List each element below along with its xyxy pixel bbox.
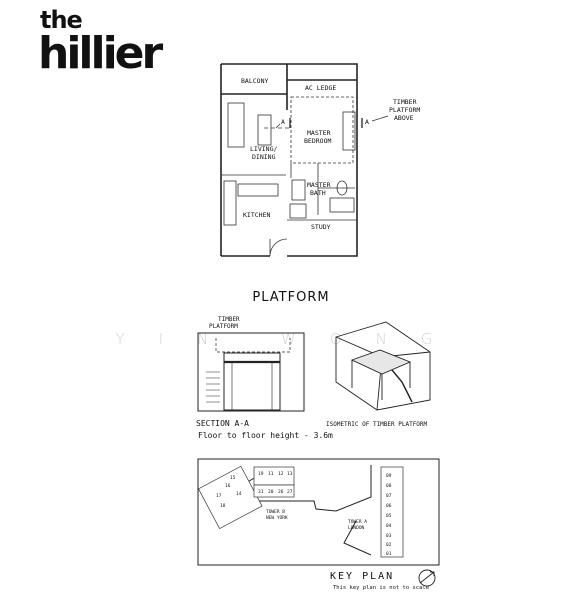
balcony-label: BALCONY xyxy=(241,77,268,85)
key-unit-b-17: 17 xyxy=(216,493,222,499)
key-unit-b-11: 11 xyxy=(268,471,274,477)
floor-height-note: Floor to floor height - 3.6m xyxy=(198,431,333,440)
key-unit-b-18: 18 xyxy=(220,503,226,509)
key-unit-b-19: 19 xyxy=(258,471,264,477)
tower-a-label-2: LONDON xyxy=(348,525,365,531)
master-bath-label-1: MASTER xyxy=(307,181,331,189)
section-a-a-label: SECTION A-A xyxy=(196,419,249,428)
key-unit-a-05: 05 xyxy=(386,513,392,519)
platform-title: PLATFORM xyxy=(252,290,330,305)
section-marker-right: A xyxy=(365,118,369,126)
north-arrow-icon xyxy=(418,569,436,587)
master-bedroom-label-1: MASTER xyxy=(307,129,331,137)
isometric-label: ISOMETRIC OF TIMBER PLATFORM xyxy=(326,421,428,428)
brand-logo-line2: hillier xyxy=(38,28,163,79)
isometric-platform-diagram: ISOMETRIC OF TIMBER PLATFORM xyxy=(326,321,431,428)
key-unit-a-09: 09 xyxy=(386,473,392,479)
living-dining-label-2: DINING xyxy=(252,153,276,161)
master-bath-label-2: BATH xyxy=(310,189,326,197)
key-unit-a-02: 02 xyxy=(386,542,392,548)
key-unit-b-31: 31 xyxy=(258,489,264,495)
key-unit-b-14: 14 xyxy=(236,491,242,497)
brand-logo: the hillier xyxy=(38,6,163,79)
section-timber-platform-label-2: PLATFORM xyxy=(209,323,238,330)
key-unit-a-07: 07 xyxy=(386,493,392,499)
tower-a-label-1: TOWER A xyxy=(348,519,367,525)
section-a-a-diagram: TIMBER PLATFORM SECTION A-A xyxy=(196,316,305,428)
key-unit-b-16: 16 xyxy=(225,483,231,489)
section-timber-platform-label-1: TIMBER xyxy=(218,316,240,323)
key-unit-a-04: 04 xyxy=(386,523,392,529)
key-unit-a-06: 06 xyxy=(386,503,392,509)
timber-platform-above-label-3: ABOVE xyxy=(394,114,414,122)
living-dining-label-1: LIVING/ xyxy=(250,145,277,153)
key-unit-b-13: 13 xyxy=(287,471,293,477)
kitchen-label: KITCHEN xyxy=(243,211,270,219)
study-label: STUDY xyxy=(311,223,331,231)
master-bedroom-label-2: BEDROOM xyxy=(304,137,331,145)
key-unit-b-15: 15 xyxy=(230,475,236,481)
brand-logo-line1: the xyxy=(40,6,83,34)
key-unit-a-03: 03 xyxy=(386,533,392,539)
key-unit-b-27: 27 xyxy=(287,489,293,495)
timber-platform-above-label-2: PLATFORM xyxy=(389,106,420,114)
tower-b-label-2: NEW YORK xyxy=(266,515,288,521)
key-plan-title: KEY PLAN xyxy=(330,571,395,582)
timber-platform-above-label-1: TIMBER xyxy=(393,98,417,106)
key-plan-note: This key plan is not to scale xyxy=(333,585,430,591)
ac-ledge-label: AC LEDGE xyxy=(305,84,336,92)
key-unit-b-12: 12 xyxy=(278,471,284,477)
tower-b-label-1: TOWER B xyxy=(266,509,285,515)
key-unit-a-01: 01 xyxy=(386,551,392,557)
key-unit-b-26: 26 xyxy=(278,489,284,495)
key-plan-diagram: 19 11 12 13 31 20 26 27 15 16 17 18 14 0… xyxy=(197,458,440,566)
key-unit-a-08: 08 xyxy=(386,483,392,489)
watermark: YIN WONG xyxy=(115,330,467,348)
key-unit-b-20: 20 xyxy=(268,489,274,495)
section-marker-left: A xyxy=(281,118,285,126)
